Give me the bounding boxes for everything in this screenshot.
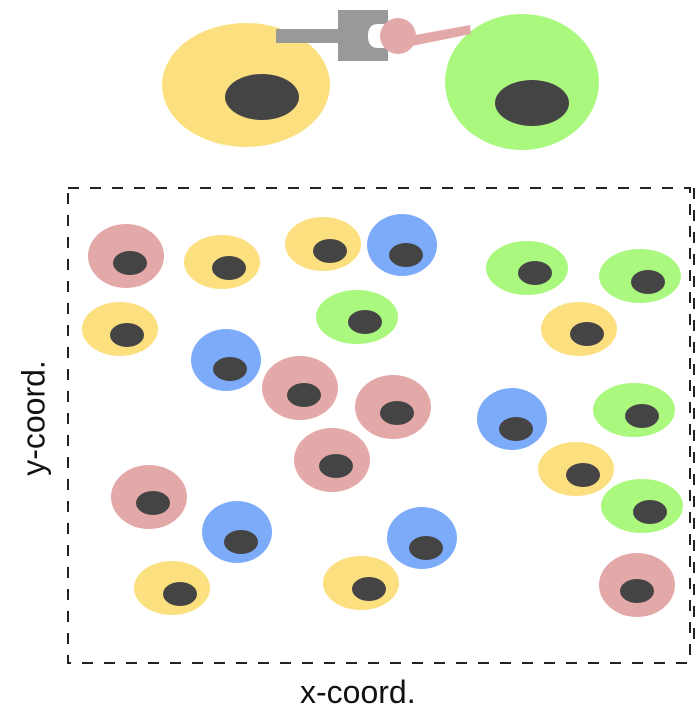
green-cell bbox=[486, 241, 568, 295]
interacting-yellow-nucleus bbox=[225, 74, 299, 120]
cell-nucleus bbox=[625, 404, 659, 428]
yellow-cell bbox=[82, 302, 158, 356]
blue-cell bbox=[202, 501, 272, 563]
green-cell bbox=[593, 383, 675, 437]
cell-nucleus bbox=[163, 582, 197, 606]
receptor-clamp-icon bbox=[276, 10, 388, 61]
cell-nucleus bbox=[633, 500, 667, 524]
green-cell bbox=[601, 479, 683, 533]
cell-nucleus bbox=[409, 536, 443, 560]
blue-cell bbox=[477, 388, 547, 450]
cell-nucleus bbox=[566, 463, 600, 487]
cell-nucleus bbox=[348, 310, 382, 334]
cell-nucleus bbox=[213, 357, 247, 381]
blue-cell bbox=[387, 507, 457, 569]
cells-layer bbox=[82, 214, 683, 617]
yellow-cell bbox=[538, 442, 614, 496]
cell-nucleus bbox=[389, 243, 423, 267]
cell-nucleus bbox=[313, 239, 347, 263]
cell-nucleus bbox=[380, 401, 414, 425]
cell-nucleus bbox=[287, 383, 321, 407]
pink-cell bbox=[88, 224, 164, 288]
x-axis-label: x-coord. bbox=[300, 674, 416, 710]
pink-cell bbox=[355, 375, 431, 439]
blue-cell bbox=[367, 214, 437, 276]
pink-cell bbox=[262, 356, 338, 420]
pink-cell bbox=[599, 553, 675, 617]
cell-nucleus bbox=[224, 530, 258, 554]
interacting-green-nucleus bbox=[495, 80, 569, 126]
yellow-cell bbox=[541, 302, 617, 356]
cell-nucleus bbox=[631, 270, 665, 294]
cell-nucleus bbox=[518, 261, 552, 285]
cell-nucleus bbox=[570, 322, 604, 346]
field-of-view-border bbox=[67, 187, 691, 664]
cell-nucleus bbox=[113, 251, 147, 275]
green-cell bbox=[599, 249, 681, 303]
yellow-cell bbox=[184, 235, 260, 289]
cell-nucleus bbox=[352, 577, 386, 601]
cell-nucleus bbox=[319, 454, 353, 478]
cell-nucleus bbox=[136, 491, 170, 515]
pink-cell bbox=[294, 428, 370, 492]
cell-nucleus bbox=[620, 579, 654, 603]
cell-nucleus bbox=[212, 256, 246, 280]
ligand-probe-icon bbox=[380, 18, 471, 54]
yellow-cell bbox=[134, 561, 210, 615]
yellow-cell bbox=[285, 217, 361, 271]
cell-nucleus bbox=[499, 417, 533, 441]
y-axis-label: y-coord. bbox=[15, 360, 52, 476]
green-cell bbox=[316, 290, 398, 344]
cell-interaction-illustration bbox=[162, 10, 599, 150]
yellow-cell bbox=[323, 556, 399, 610]
blue-cell bbox=[191, 329, 261, 391]
cell-nucleus bbox=[110, 323, 144, 347]
pink-cell bbox=[111, 465, 187, 529]
